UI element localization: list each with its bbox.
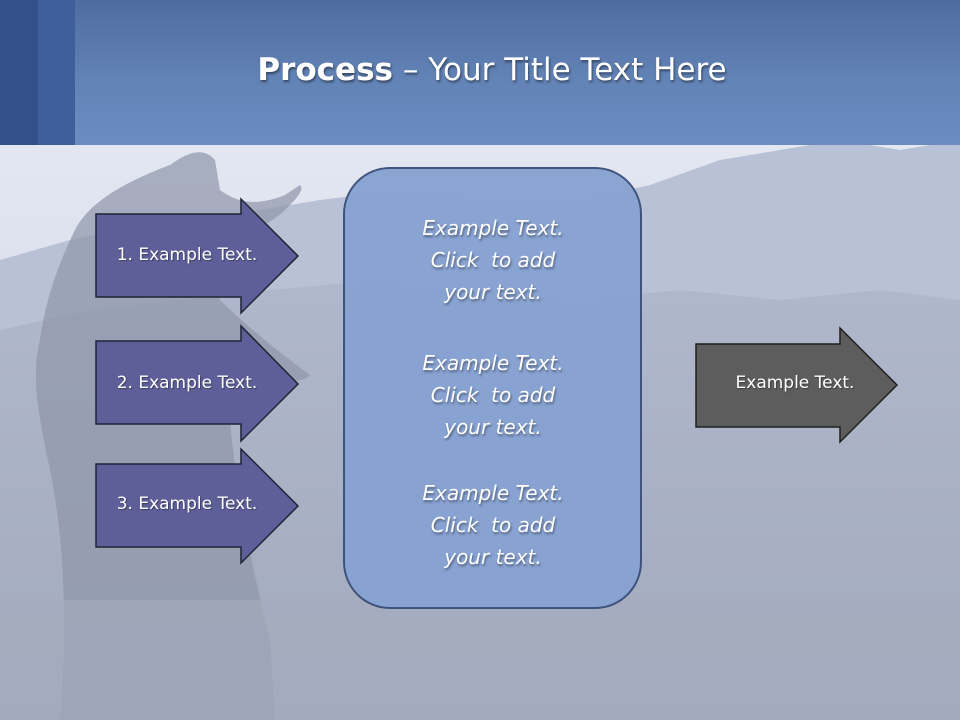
paragraph-line: Example Text.	[422, 216, 564, 240]
paragraph-line: Example Text.	[422, 481, 564, 505]
title-bar	[0, 0, 960, 145]
header-stripe	[38, 0, 75, 145]
center-paragraph-2: Example Text. Click to add your text.	[346, 347, 640, 443]
center-paragraph-3: Example Text. Click to add your text.	[346, 477, 640, 573]
left-arrow-label-3: 3. Example Text.	[116, 494, 258, 514]
right-arrow[interactable]	[695, 326, 899, 444]
paragraph-line: your text.	[444, 415, 542, 439]
paragraph-line: Click to add	[430, 248, 556, 272]
paragraph-line: Click to add	[430, 383, 556, 407]
left-arrow-label-2: 2. Example Text.	[116, 373, 258, 393]
header-stripe	[0, 0, 38, 145]
left-arrow-label-1: 1. Example Text.	[116, 245, 258, 265]
left-arrow-1[interactable]	[95, 197, 300, 315]
right-arrow-label: Example Text.	[735, 373, 855, 393]
center-paragraph-1: Example Text. Click to add your text.	[346, 212, 640, 308]
left-arrow-3[interactable]	[95, 447, 300, 565]
title-rest: – Your Title Text Here	[393, 52, 727, 88]
paragraph-line: Example Text.	[422, 351, 564, 375]
left-arrow-2[interactable]	[95, 324, 300, 443]
slide-title[interactable]: Process – Your Title Text Here	[0, 52, 960, 88]
paragraph-line: your text.	[444, 545, 542, 569]
paragraph-line: Click to add	[430, 513, 556, 537]
title-bold: Process	[257, 52, 393, 88]
center-box[interactable]	[343, 167, 642, 609]
paragraph-line: your text.	[444, 280, 542, 304]
